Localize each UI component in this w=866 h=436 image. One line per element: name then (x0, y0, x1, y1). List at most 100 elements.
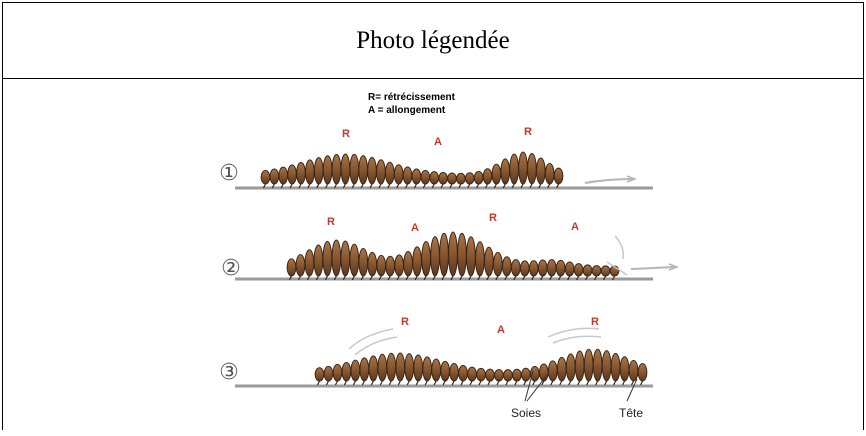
seta (326, 381, 328, 385)
body-segment (457, 173, 466, 184)
body-segment (529, 261, 538, 276)
body-segment (458, 233, 467, 276)
body-segment (495, 370, 504, 381)
body-segment (342, 362, 351, 381)
body-segment (620, 357, 629, 381)
seta (632, 381, 634, 385)
body-segment (332, 154, 341, 184)
body-segment (638, 364, 647, 381)
body-segment (423, 357, 432, 381)
label-r-1b: R (524, 126, 532, 138)
body-segment (584, 349, 593, 381)
body-segment (270, 169, 279, 184)
body-segment (575, 351, 584, 381)
seta (470, 381, 472, 385)
seta (380, 381, 382, 385)
body-segment (601, 266, 610, 276)
body-segment (394, 165, 403, 184)
body-segment (477, 368, 486, 381)
body-segment (528, 154, 537, 184)
body-segment (305, 250, 314, 276)
label-r-2a: R (327, 216, 335, 228)
body-segment (287, 259, 296, 276)
seta (623, 381, 625, 385)
seta (398, 381, 400, 385)
step-number-3: ③ (219, 359, 239, 384)
body-segment (465, 173, 474, 184)
label-r-1a: R (342, 128, 350, 140)
body-segment (377, 255, 386, 276)
body-segment (536, 158, 545, 184)
body-segment (324, 366, 333, 381)
body-segment (476, 242, 485, 276)
step-number-2: ② (221, 255, 241, 280)
label-r-3b: R (591, 316, 599, 328)
body-segment (341, 154, 350, 184)
body-segment (504, 370, 513, 381)
earthworm-step-3 (315, 349, 647, 385)
body-segment (323, 156, 332, 184)
seta (551, 381, 553, 385)
body-segment (583, 265, 592, 276)
body-segment (483, 169, 492, 184)
seta (461, 381, 463, 385)
earthworm-locomotion-diagram: R= rétrécissement A = allongement ① ② ③ (3, 79, 865, 431)
body-segment (502, 257, 511, 276)
label-a-2b: A (571, 221, 579, 233)
label-r-3a: R (401, 316, 409, 328)
body-segment (369, 356, 378, 381)
seta (416, 381, 418, 385)
body-segment (547, 260, 556, 276)
body-segment (350, 244, 359, 276)
seta (479, 381, 481, 385)
body-segment (459, 365, 468, 381)
body-segment (513, 369, 522, 381)
body-segment (485, 247, 494, 276)
body-segment (520, 261, 529, 276)
body-segment (341, 241, 350, 276)
body-segment (440, 233, 449, 276)
body-segment (432, 359, 441, 381)
body-segment (404, 252, 413, 276)
body-segment (448, 173, 457, 184)
label-r-2b: R (489, 212, 497, 224)
body-segment (412, 169, 421, 184)
seta (371, 381, 373, 385)
motion-marks-3 (349, 328, 601, 355)
seta (389, 381, 391, 385)
svg-text:Tête: Tête (619, 406, 643, 420)
seta (587, 381, 589, 385)
body-segment (556, 260, 565, 276)
body-segment (359, 248, 368, 276)
seta (596, 381, 598, 385)
body-segment (422, 242, 431, 276)
seta (560, 381, 562, 385)
seta (488, 381, 490, 385)
body-segment (501, 159, 510, 184)
body-segment (565, 262, 574, 276)
earthworm-step-2 (287, 232, 619, 280)
body-segment (333, 365, 342, 381)
body-segment (395, 255, 404, 276)
body-segment (385, 162, 394, 184)
seta (605, 381, 607, 385)
body-segment (519, 152, 528, 184)
svg-text:①: ① (219, 160, 239, 185)
body-segment (261, 171, 270, 184)
seta (533, 381, 535, 385)
body-segment (378, 354, 387, 381)
body-segment (288, 165, 297, 184)
body-segment (548, 361, 557, 381)
body-segment (332, 240, 341, 276)
label-a-3: A (497, 324, 505, 336)
body-segment (439, 173, 448, 184)
svg-text:②: ② (221, 255, 241, 280)
title-cell: Photo légendée (3, 3, 863, 79)
step-number-1: ① (219, 160, 239, 185)
figure-area: R= rétrécissement A = allongement ① ② ③ (3, 79, 863, 431)
body-segment (405, 354, 414, 381)
seta (497, 381, 499, 385)
seta (506, 381, 508, 385)
body-segment (360, 358, 369, 381)
body-segment (296, 255, 305, 276)
